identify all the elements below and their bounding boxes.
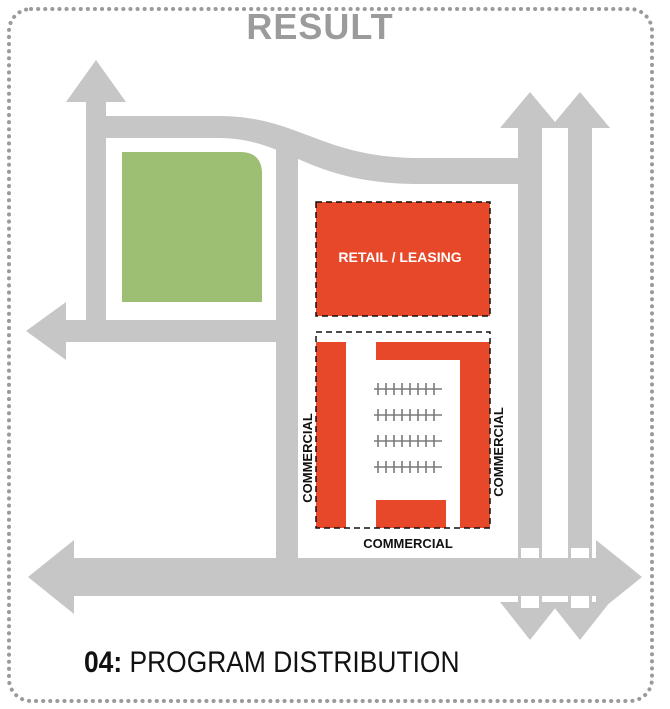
retail-leasing-label: RETAIL / LEASING [338,249,461,265]
commercial-label-left: COMMERCIAL [300,413,315,503]
parking-row [374,435,442,447]
arrow-north-right-1-icon [500,92,560,128]
road-middle-vertical [276,138,298,578]
parking-row [374,383,442,395]
arrow-west-icon [26,302,66,360]
commercial-label-bottom: COMMERCIAL [363,536,453,551]
arrow-west-bottom-icon [28,540,74,614]
arrow-south-right-2-icon [550,602,610,640]
road-top [88,116,530,184]
road-network [26,60,642,640]
road-left-vertical [86,88,106,342]
arrow-north-right-2-icon [550,92,610,128]
road-bottom [66,558,602,596]
commercial-label-right: COMMERCIAL [491,407,506,497]
arrow-north-icon [66,60,126,102]
parking-row [374,409,442,421]
parking-stalls [374,383,442,473]
caption-number: 04: [84,646,123,679]
road-west [58,320,298,342]
commercial-block [316,342,490,528]
road-right-vertical-1 [518,118,542,612]
road-right-vertical-2 [568,118,592,612]
parking-row [374,461,442,473]
dotted-frame [7,7,654,703]
page-title: RESULT [246,6,394,47]
commercial-boundary [315,331,491,529]
figure-caption: 04: PROGRAM DISTRIBUTION [84,646,460,680]
caption-text: PROGRAM DISTRIBUTION [122,646,460,679]
arrow-east-bottom-icon [596,540,642,614]
arrow-south-right-1-icon [500,602,560,640]
park-block [122,152,262,302]
retail-leasing-block [316,202,490,316]
